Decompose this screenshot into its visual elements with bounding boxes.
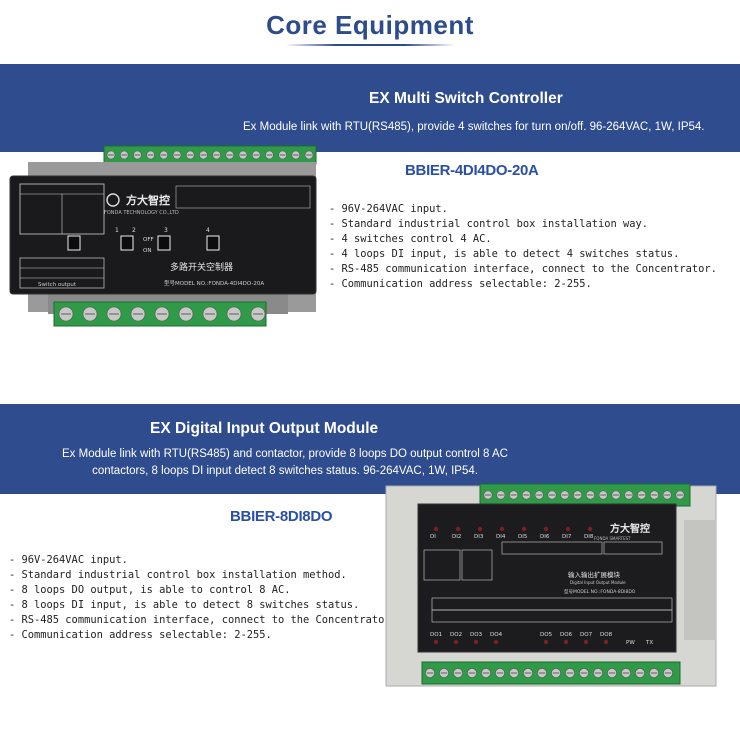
device-label-cn-2: 输入输出扩展模块 — [568, 570, 621, 579]
status-led — [563, 639, 569, 645]
device-model-line-1: 型号MODEL NO.:FONDA-4DI4DO-20A — [164, 279, 264, 287]
do-label: DO5 — [540, 632, 553, 638]
product-1-description: Ex Module link with RTU(RS485), provide … — [243, 121, 705, 133]
do-label: DO2 — [450, 632, 462, 638]
status-led — [587, 526, 593, 532]
status-led — [473, 639, 479, 645]
feature-item: - RS-485 communication interface, connec… — [329, 263, 717, 275]
svg-text:4: 4 — [206, 227, 210, 234]
title-underline — [285, 44, 455, 46]
product-2-model: BBIER-8DI8DO — [230, 508, 333, 525]
status-led — [521, 526, 527, 532]
brand-en-1: FONDA TECHNOLOGY CO.,LTD — [104, 210, 179, 216]
feature-item: - 4 loops DI input, is able to detect 4 … — [329, 248, 680, 260]
product-2-description: Ex Module link with RTU(RS485) and conta… — [15, 446, 555, 480]
do-label: DO6 — [560, 632, 573, 638]
status-led — [543, 526, 549, 532]
product-2-features: - 96V-264VAC input. - Standard industria… — [9, 553, 397, 643]
device-footer-1: Switch output — [38, 282, 77, 288]
di-label: DI8 — [584, 534, 594, 540]
pw-label: PW — [626, 640, 635, 646]
feature-item: - 96V-264VAC input. — [9, 554, 128, 566]
do-label: DO7 — [580, 632, 593, 638]
brand-cn-2: 方大智控 — [610, 522, 650, 535]
product-2-description-line-1: Ex Module link with RTU(RS485) and conta… — [62, 448, 508, 460]
feature-item: - 8 loops DO output, is able to control … — [9, 584, 291, 596]
on-label-1: ON — [143, 248, 151, 254]
status-led — [543, 639, 549, 645]
status-led — [453, 639, 459, 645]
di-label: DI5 — [518, 534, 528, 540]
product-2-description-line-2: contactors, 8 loops DI input detect 8 sw… — [92, 465, 478, 477]
product-band-2: EX Digital Input Output Module Ex Module… — [0, 404, 740, 494]
di-label: DI3 — [474, 534, 484, 540]
digital-io-module-image: DI DI2 DI3 DI4 DI5 DI6 DI7 DI8 方大智控 FONDA SMART… — [385, 483, 717, 687]
do-label: DO4 — [490, 632, 503, 638]
feature-item: - 8 loops DI input, is able to detect 8 … — [9, 599, 360, 611]
svg-text:1: 1 — [115, 227, 119, 234]
status-led — [433, 526, 439, 532]
status-led — [455, 526, 461, 532]
di-label: DI4 — [496, 534, 506, 540]
tx-label: TX — [645, 640, 653, 646]
device-caption-2: Digital Input Output Module — [570, 580, 626, 585]
product-1-name: EX Multi Switch Controller — [369, 90, 563, 107]
product-2-name: EX Digital Input Output Module — [150, 420, 379, 437]
feature-item: - 4 switches control 4 AC. — [329, 233, 492, 245]
di-label: DI2 — [452, 534, 461, 540]
status-led — [583, 639, 589, 645]
brand-cn-1: 方大智控 — [126, 193, 170, 207]
feature-item: - 96V-264VAC input. — [329, 203, 448, 215]
svg-text:2: 2 — [132, 227, 136, 234]
feature-item: - Standard industrial control box instal… — [329, 218, 649, 230]
di-label: DI7 — [562, 534, 572, 540]
feature-item: - Standard industrial control box instal… — [9, 569, 347, 581]
multi-switch-controller-image: 方大智控 FONDA TECHNOLOGY CO.,LTD 1 2 3 4 OF… — [9, 145, 317, 327]
status-led — [433, 639, 439, 645]
device-label-cn-1: 多路开关空制器 — [170, 261, 233, 273]
off-label-1: OFF — [143, 237, 154, 243]
feature-item: - RS-485 communication interface, connec… — [9, 614, 397, 626]
di-label: DI — [430, 534, 436, 540]
status-led — [477, 526, 483, 532]
page-title: Core Equipment — [266, 10, 474, 40]
feature-item: - Communication address selectable: 2-25… — [329, 278, 592, 290]
status-led — [565, 526, 571, 532]
device-model-line-2: 型号MODEL NO.:FONDA-8DI8DO — [564, 588, 636, 595]
status-led — [603, 639, 609, 645]
svg-text:3: 3 — [164, 227, 168, 234]
di-label: DI6 — [540, 534, 550, 540]
feature-item: - Communication address selectable: 2-25… — [9, 629, 272, 641]
product-1-model: BBIER-4DI4DO-20A — [405, 162, 539, 179]
status-led — [493, 639, 499, 645]
product-band-1: EX Multi Switch Controller Ex Module lin… — [0, 64, 740, 152]
product-1-features: - 96V-264VAC input. - Standard industria… — [329, 202, 717, 292]
do-label: DO3 — [470, 632, 483, 638]
brand-en-2: FONDA SMARTEST — [594, 536, 631, 541]
status-led — [499, 526, 505, 532]
do-label: DO1 — [430, 632, 442, 638]
do-label: DO8 — [600, 632, 613, 638]
